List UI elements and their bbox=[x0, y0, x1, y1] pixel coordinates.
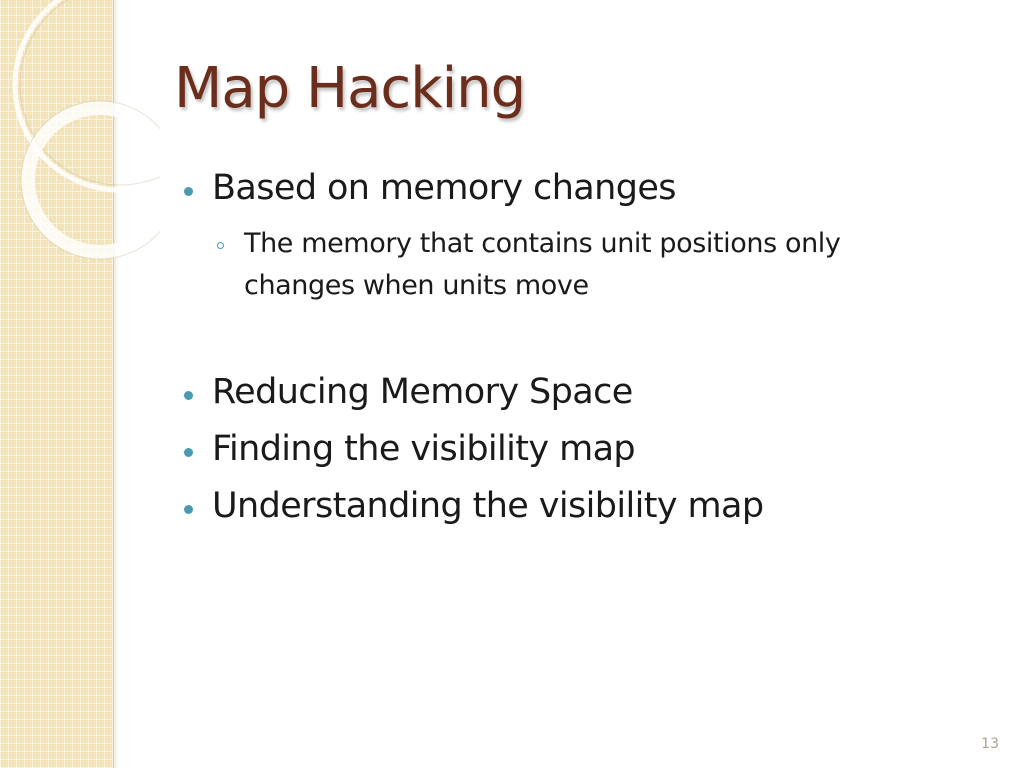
slide-title: Map Hacking bbox=[174, 56, 526, 121]
bullet-item-1: Based on memory changes bbox=[212, 168, 677, 208]
bullet-item-2: Reducing Memory Space bbox=[212, 372, 633, 412]
sub-bullet-item-line-1: The memory that contains unit positions … bbox=[244, 228, 841, 259]
sub-bullet-ring-icon bbox=[217, 242, 224, 249]
sub-bullet-item-line-2: changes when units move bbox=[244, 270, 589, 301]
page-number: 13 bbox=[981, 736, 999, 752]
bullet-item-3: Finding the visibility map bbox=[212, 429, 636, 469]
bullet-dot-icon bbox=[184, 448, 193, 457]
bullet-item-4: Understanding the visibility map bbox=[212, 486, 764, 526]
decorative-rings-icon bbox=[12, 0, 160, 260]
side-band-shadow bbox=[113, 0, 119, 768]
bullet-dot-icon bbox=[184, 187, 193, 196]
bullet-dot-icon bbox=[184, 391, 193, 400]
bullet-dot-icon bbox=[184, 505, 193, 514]
